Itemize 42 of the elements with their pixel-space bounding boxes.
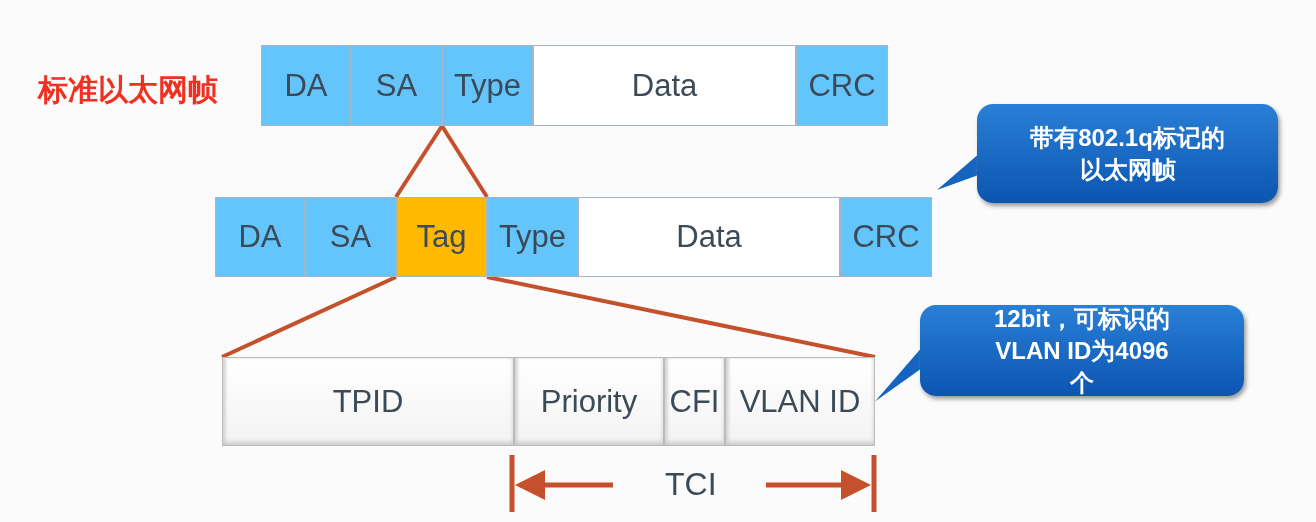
callout-text: 12bit，可标识的VLAN ID为4096个 — [993, 303, 1171, 398]
field-label: Data — [676, 219, 742, 255]
callout-pointer — [875, 349, 920, 402]
field-label: Type — [498, 219, 567, 255]
field-label: Priority — [540, 383, 638, 420]
field-label: VLAN ID — [739, 383, 861, 420]
callout-bubble — [920, 305, 1244, 396]
callout-bubble — [977, 104, 1278, 203]
frame-field — [487, 197, 578, 277]
frame-field — [222, 357, 514, 446]
expansion-line — [486, 275, 876, 359]
frame-title: 标准以太网帧 — [38, 72, 218, 108]
field-label: TPID — [332, 383, 404, 420]
callout-text: 带有802.1q标记的以太网帧 — [1029, 122, 1226, 185]
frame-field — [578, 197, 840, 277]
field-label: CFI — [669, 383, 720, 420]
callout-pointer — [937, 155, 977, 190]
field-label: CRC — [808, 67, 876, 104]
frame-field — [261, 45, 351, 126]
field-label: Data — [631, 67, 698, 104]
expansion-line — [394, 124, 444, 199]
field-label: SA — [375, 67, 418, 104]
field-label: Type — [453, 67, 522, 104]
field-label: Tag — [416, 219, 467, 255]
frame-field — [442, 45, 533, 126]
dimension-label: TCI — [665, 466, 717, 503]
expansion-line — [221, 275, 397, 359]
frame-field — [215, 197, 305, 277]
field-label: SA — [329, 219, 372, 255]
expansion-line — [440, 124, 489, 199]
frame-field — [725, 357, 875, 446]
frame-field — [840, 197, 932, 277]
field-label: DA — [284, 67, 328, 104]
frame-field — [351, 45, 442, 126]
frame-field — [396, 197, 487, 277]
frame-field — [514, 357, 664, 446]
field-label: DA — [238, 219, 282, 255]
frame-field — [533, 45, 796, 126]
frame-field — [305, 197, 396, 277]
frame-field — [796, 45, 888, 126]
frame-field — [664, 357, 725, 446]
field-label: CRC — [852, 219, 920, 255]
